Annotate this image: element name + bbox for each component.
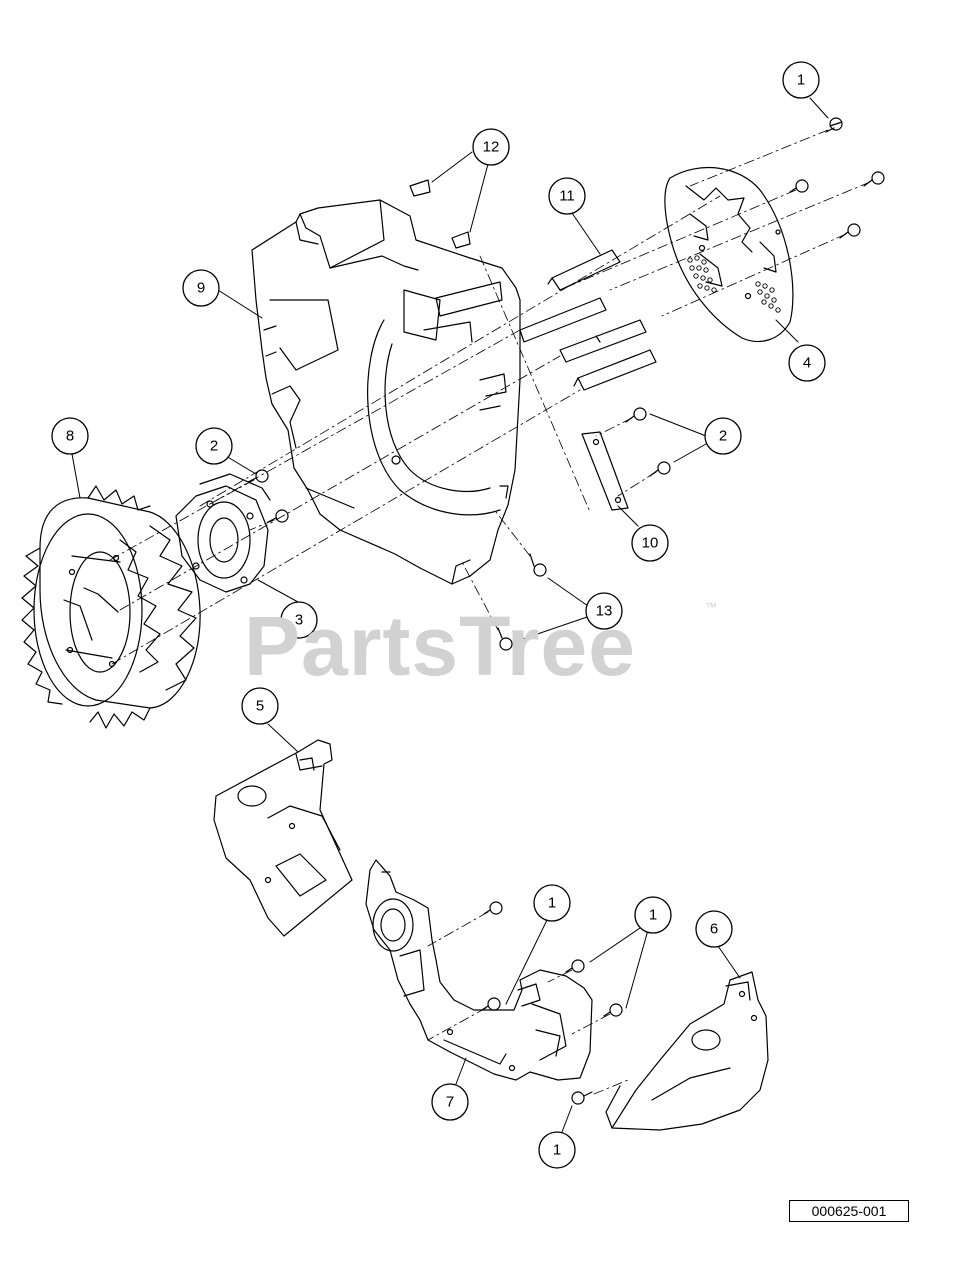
tire-wheel xyxy=(21,485,201,729)
bolt-4a xyxy=(789,179,809,193)
blower-housing-shroud xyxy=(251,199,521,585)
leader-lines xyxy=(71,97,829,1133)
bolt-13b xyxy=(497,627,513,651)
bolt-1-bottom xyxy=(571,1091,593,1105)
bolt-4b xyxy=(863,171,885,187)
callout-10: 10 xyxy=(642,535,659,552)
callout-2-left: 2 xyxy=(210,438,218,455)
callout-5: 5 xyxy=(256,698,264,715)
nut-12b xyxy=(451,231,471,249)
bolt-1-r1 xyxy=(565,959,585,973)
callout-13: 13 xyxy=(596,603,613,620)
callout-labels: 1 12 11 9 4 8 2 2 10 3 13 5 1 1 6 7 1 xyxy=(66,72,811,1159)
cover-plate xyxy=(664,166,794,343)
lower-bracket xyxy=(365,859,593,1081)
small-shield xyxy=(213,739,353,937)
bolt-2b xyxy=(267,509,289,523)
callout-12: 12 xyxy=(483,139,500,156)
hub-flange xyxy=(175,473,271,593)
callout-11: 11 xyxy=(559,188,575,205)
vent-grid-right xyxy=(755,281,781,313)
bracket-bar xyxy=(581,431,629,511)
callout-6: 6 xyxy=(710,921,718,938)
spacer-rods xyxy=(519,249,657,391)
trademark-symbol: ™ xyxy=(705,600,717,614)
callout-9: 9 xyxy=(197,280,205,297)
fastener-bolts xyxy=(247,117,885,1105)
callout-4: 4 xyxy=(803,355,811,372)
vent-grid-left xyxy=(687,255,717,293)
callout-2-right: 2 xyxy=(719,428,727,445)
bolt-4c xyxy=(839,223,861,239)
bolt-1-mid xyxy=(483,901,503,915)
bolt-1-low xyxy=(481,997,501,1011)
callout-circles xyxy=(51,61,826,1169)
rear-shield xyxy=(605,971,769,1131)
callout-1-bottom: 1 xyxy=(553,1142,561,1159)
callout-1-top: 1 xyxy=(797,72,805,89)
bolt-1-r2 xyxy=(603,1003,623,1017)
nut-12a xyxy=(409,179,431,197)
callout-3: 3 xyxy=(295,612,303,629)
alignment-lines xyxy=(109,129,871,1095)
partstree-watermark: PartsTree xyxy=(244,599,636,693)
callout-1-right: 1 xyxy=(649,907,657,924)
callout-1-mid: 1 xyxy=(548,895,556,912)
bolt-1-top xyxy=(825,117,843,133)
callout-8: 8 xyxy=(66,428,74,445)
callout-7: 7 xyxy=(446,1094,454,1111)
bolt-13a xyxy=(529,553,547,577)
figure-reference-number: 000625-001 xyxy=(789,1200,909,1222)
